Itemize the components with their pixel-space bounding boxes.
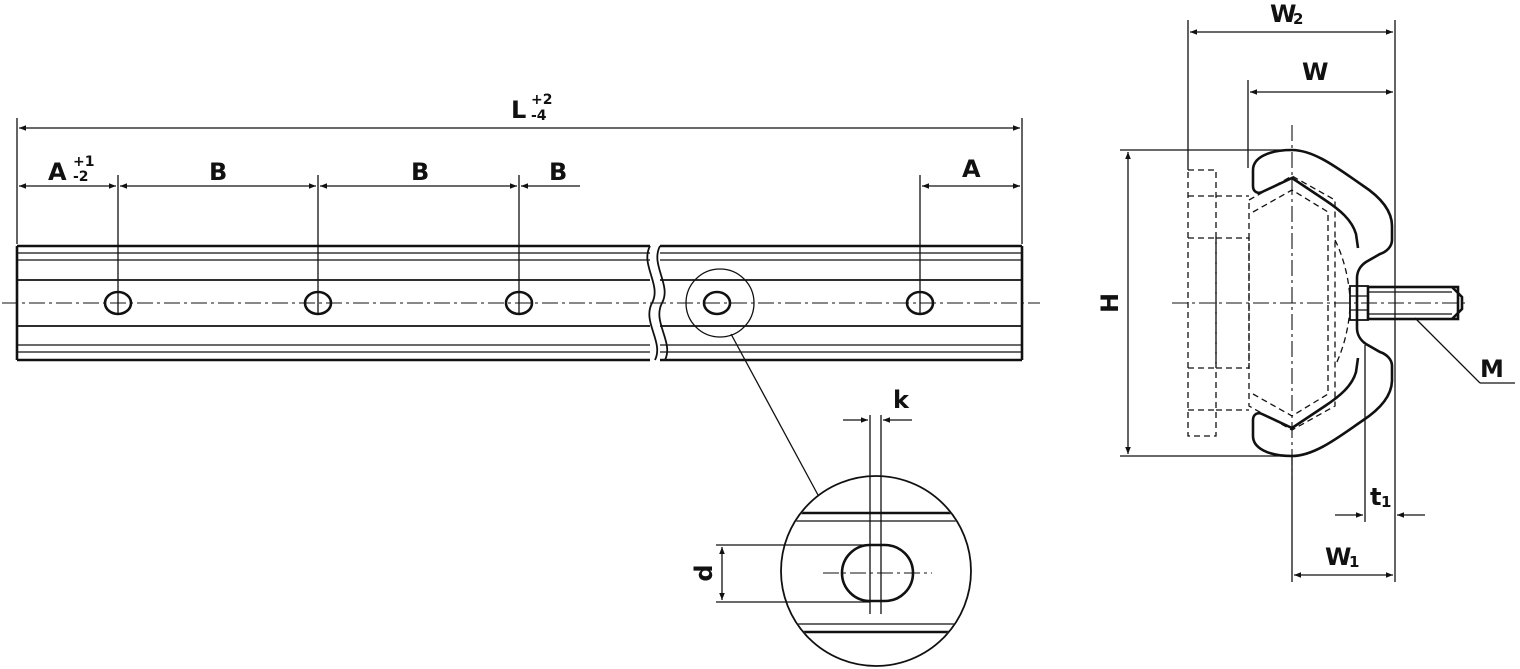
base-width-label: W bbox=[1325, 543, 1351, 571]
thickness-sub: 1 bbox=[1381, 493, 1391, 511]
rail-body-right bbox=[656, 244, 1024, 362]
hole-dia-label: d bbox=[690, 564, 718, 581]
mounting-hole bbox=[702, 290, 732, 316]
bolt-label: M bbox=[1480, 355, 1504, 383]
thickness-label: t bbox=[1370, 483, 1381, 511]
end-pitch-right-label: A bbox=[962, 155, 981, 183]
detail-circle bbox=[780, 475, 972, 667]
section-dimension-lines bbox=[1125, 29, 1515, 578]
rail-side-view: L +2 -4 A +1 -2 B B B A bbox=[2, 92, 1040, 362]
end-pitch-label: A bbox=[48, 158, 67, 186]
rail-body-left bbox=[15, 244, 658, 362]
length-tol-upper: +2 bbox=[531, 92, 552, 108]
detail-leader-line bbox=[730, 333, 819, 496]
rail-width-label: W bbox=[1302, 58, 1328, 86]
overall-width-sub: 2 bbox=[1293, 10, 1303, 28]
extension-lines bbox=[16, 118, 1023, 315]
length-label: L bbox=[511, 96, 526, 124]
pitch-label-2: B bbox=[411, 158, 429, 186]
dimension-lines bbox=[19, 125, 1020, 189]
section-extension-lines bbox=[1120, 20, 1396, 582]
detail-callout-circle bbox=[685, 268, 755, 338]
height-label: H bbox=[1096, 293, 1124, 313]
base-width-sub: 1 bbox=[1349, 553, 1359, 571]
pitch-label-1: B bbox=[209, 158, 227, 186]
pitch-label-3: B bbox=[549, 158, 567, 186]
length-tol-lower: -4 bbox=[531, 108, 547, 124]
cross-section-view: W 2 W H M t 1 W 1 bbox=[1096, 0, 1515, 582]
bolt-leader-line bbox=[1414, 317, 1481, 384]
slot-width-label: k bbox=[893, 386, 910, 414]
overall-width-label: W bbox=[1270, 0, 1296, 28]
end-pitch-tol-lower: -2 bbox=[73, 169, 89, 185]
detail-view: k d bbox=[690, 333, 972, 667]
end-pitch-tol-upper: +1 bbox=[73, 154, 94, 170]
